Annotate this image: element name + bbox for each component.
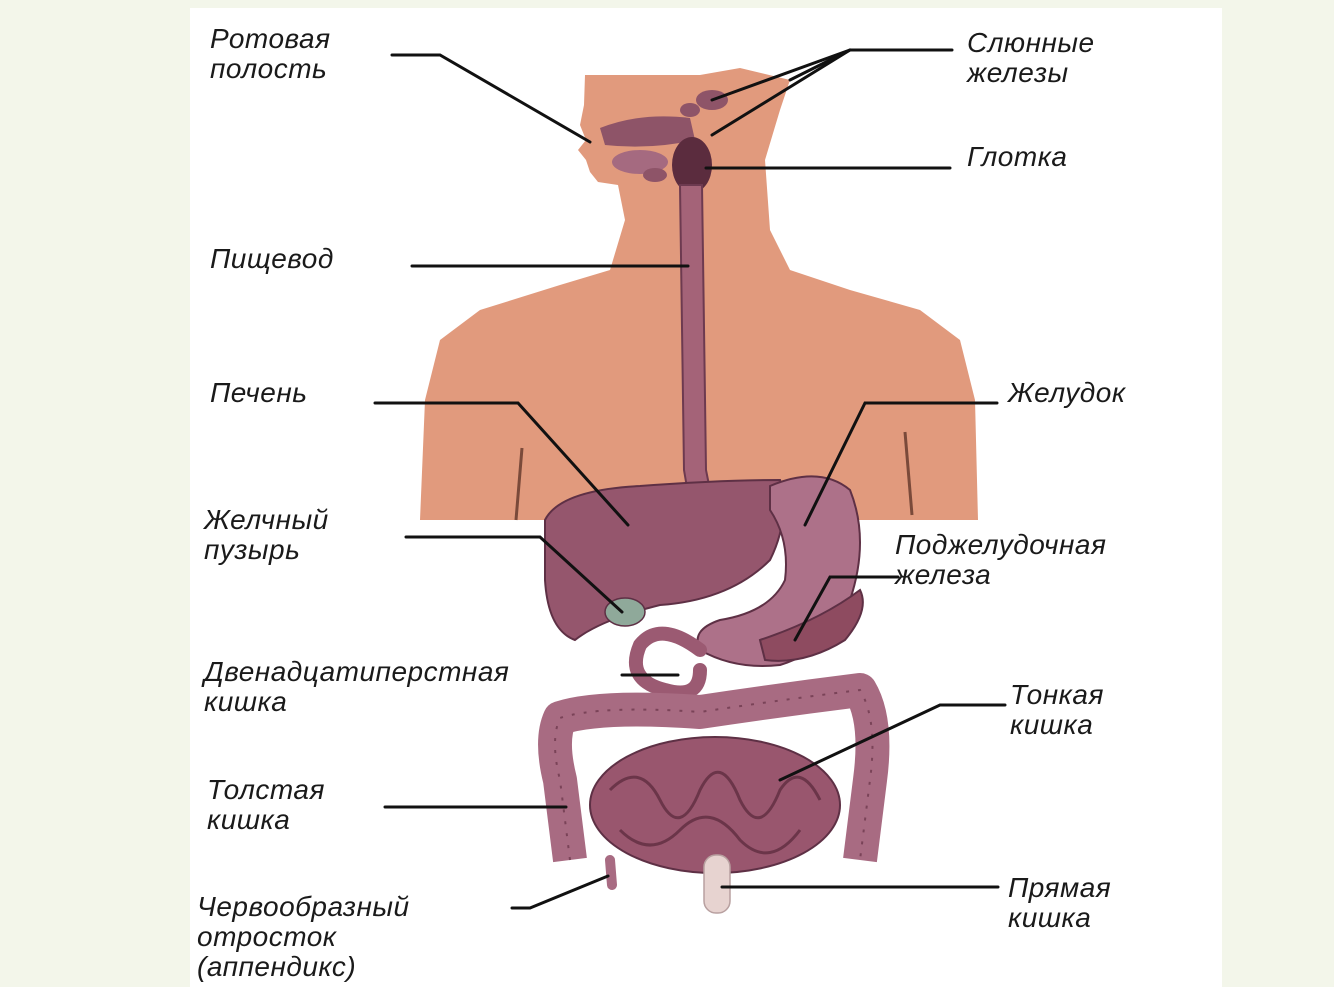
label-oral-cavity: Ротовая полость [210, 24, 331, 84]
label-small-intestine: Тонкая кишка [1010, 680, 1104, 740]
label-salivary-glands: Слюнные железы [967, 28, 1095, 88]
label-rectum: Прямая кишка [1008, 873, 1111, 933]
label-duodenum: Двенадцатиперстная кишка [204, 657, 509, 717]
label-pancreas: Поджелудочная железа [895, 530, 1106, 590]
label-esophagus: Пищевод [210, 244, 334, 274]
leader-appendix [512, 876, 608, 908]
label-large-intestine: Толстая кишка [207, 775, 325, 835]
label-appendix: Червообразный отросток (аппендикс) [197, 892, 410, 982]
appendix-shape [610, 860, 612, 885]
label-pharynx: Глотка [967, 142, 1067, 172]
leader-salivary-c [790, 50, 850, 80]
label-liver: Печень [210, 378, 308, 408]
leader-oral-cavity [392, 55, 590, 142]
label-stomach: Желудок [1008, 378, 1126, 408]
small-intestine-shape [590, 737, 840, 873]
duodenum-shape [636, 634, 700, 693]
rectum-shape [704, 855, 730, 913]
salivary-gland-lower [680, 103, 700, 117]
salivary-gland-sub [643, 168, 667, 182]
label-gallbladder: Желчный пузырь [204, 505, 329, 565]
